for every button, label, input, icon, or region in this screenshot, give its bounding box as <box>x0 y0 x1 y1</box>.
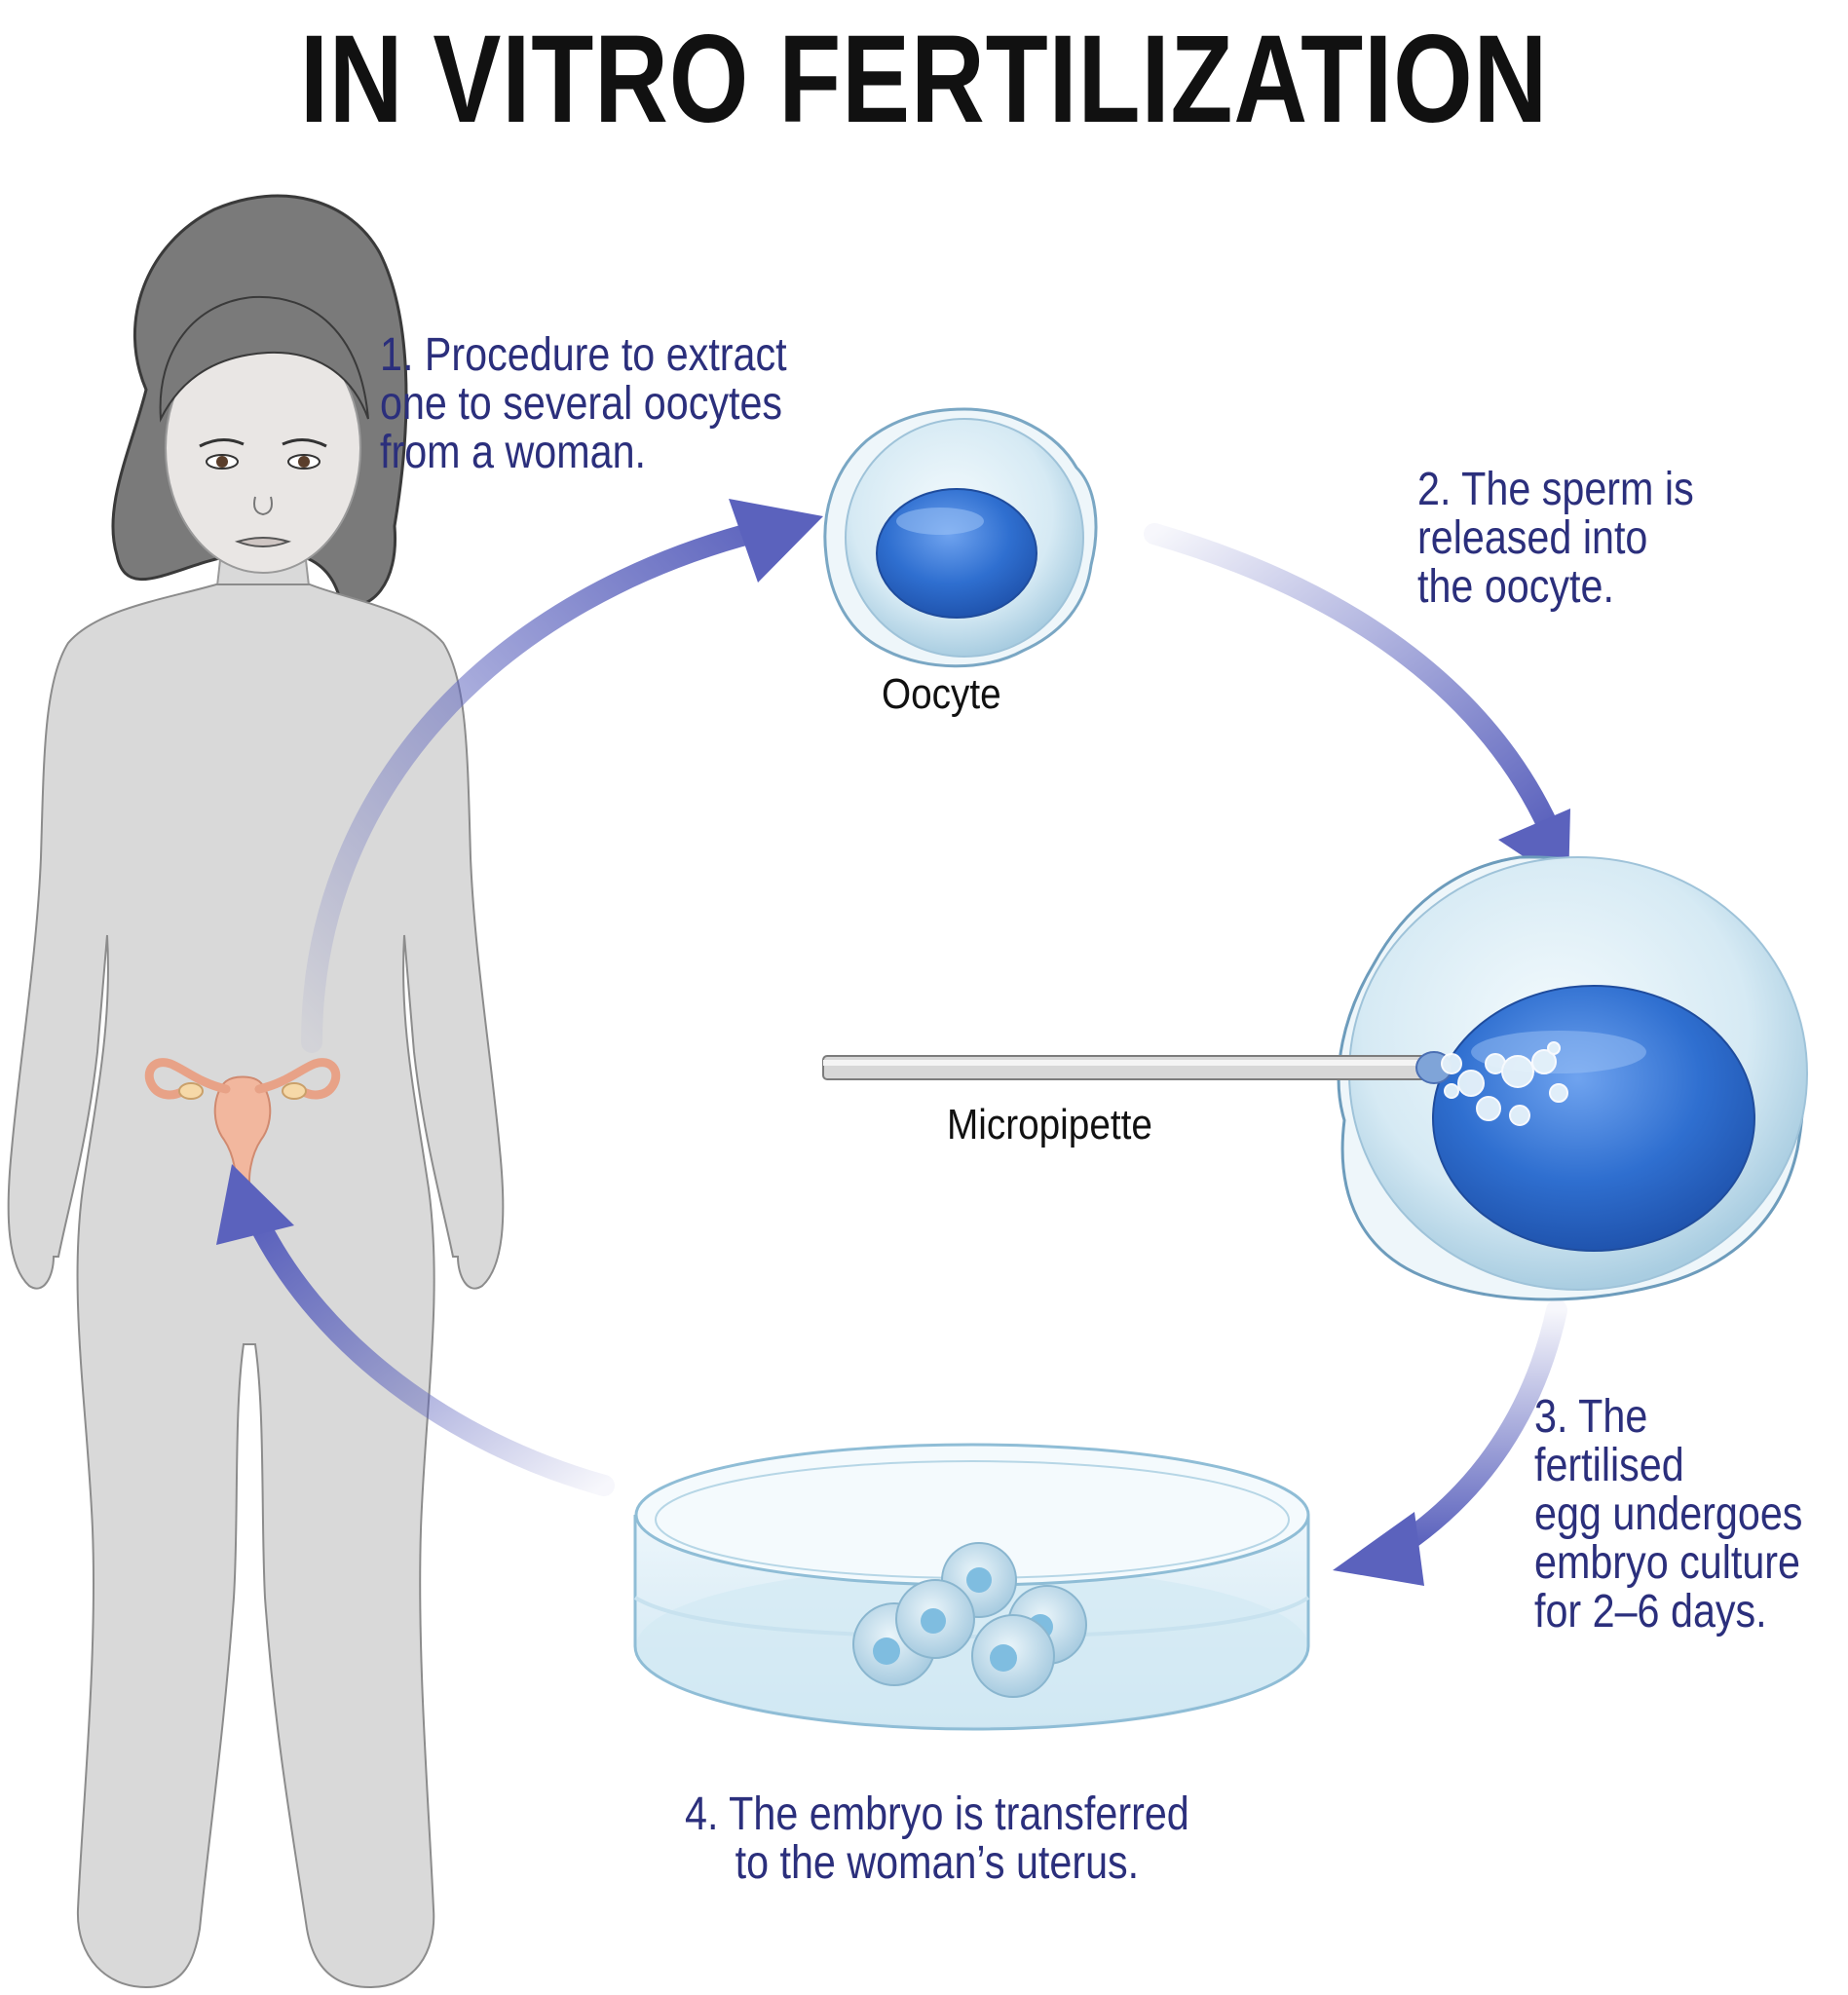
step-1-text: 1. Procedure to extract one to several o… <box>380 329 787 478</box>
petri-dish <box>633 1443 1310 1731</box>
fertilised-egg <box>822 855 1808 1301</box>
step-4-text: 4. The embryo is transferred to the woma… <box>685 1788 1189 1889</box>
oocyte-label: Oocyte <box>882 670 1001 718</box>
arrow-step-1 <box>301 515 790 1053</box>
bubbles <box>1441 1041 1568 1126</box>
hair-fringe <box>159 295 369 423</box>
uterus-icon <box>144 1058 341 1194</box>
oocyte-cell <box>823 407 1098 668</box>
body-silhouette <box>7 583 505 1989</box>
step-2-text: 2. The sperm is released into the oocyte… <box>1417 464 1694 613</box>
arrow-step-3 <box>1392 1299 1567 1555</box>
woman-figure <box>7 194 505 1989</box>
oocyte-nucleus <box>876 488 1037 619</box>
step-3-text: 3. The fertilised egg undergoes embryo c… <box>1534 1391 1803 1637</box>
embryo-cluster <box>852 1542 1087 1698</box>
page-title: IN VITRO FERTILIZATION <box>299 10 1549 149</box>
micropipette <box>822 1051 1452 1084</box>
arrow-step-4 <box>250 1217 615 1496</box>
micropipette-label: Micropipette <box>947 1101 1152 1148</box>
mouth <box>234 537 292 547</box>
arrow-step-2 <box>1144 523 1560 839</box>
nose <box>253 496 273 516</box>
